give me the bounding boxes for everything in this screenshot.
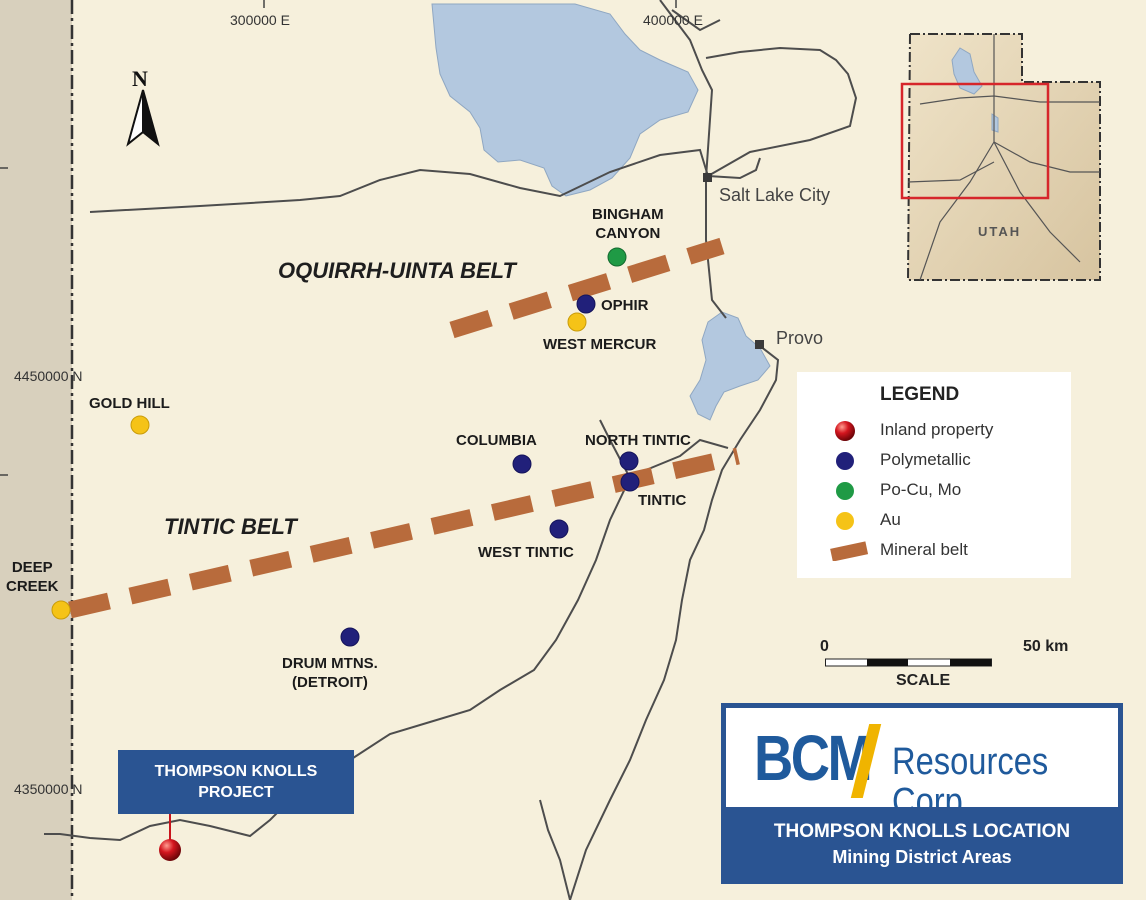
tintic-belt-label: TINTIC BELT <box>164 514 297 539</box>
caption-subtitle: Mining District Areas <box>832 847 1012 867</box>
green-dot-icon <box>836 482 854 500</box>
thompson-knolls-project-box: THOMPSON KNOLLS PROJECT <box>118 750 354 814</box>
legend-label: Polymetallic <box>880 450 971 469</box>
legend-item-polymetallic: Polymetallic <box>797 448 1071 474</box>
ophir-marker <box>576 294 596 314</box>
thompson-knolls-marker <box>159 839 181 861</box>
legend: LEGEND Inland property Polymetallic Po-C… <box>797 372 1071 578</box>
red-sphere-icon <box>835 421 855 441</box>
north-tintic-marker <box>619 451 639 471</box>
provo-label: Provo <box>776 328 824 348</box>
salt-lake-city-marker <box>703 173 712 182</box>
study-area-frame <box>900 82 1050 200</box>
tintic-marker <box>620 472 640 492</box>
easting-label-300000: 300000 E <box>230 12 290 28</box>
yellow-dot-icon <box>836 512 854 530</box>
legend-label: Po-Cu, Mo <box>880 480 962 499</box>
easting-label-400000: 400000 E <box>643 12 703 28</box>
drum-mtns-marker <box>340 627 360 647</box>
scale-start-label: 0 <box>820 638 829 655</box>
legend-label: Inland property <box>880 420 994 439</box>
project-label-line1: THOMPSON KNOLLS <box>154 763 318 780</box>
brown-dash-icon <box>830 541 869 561</box>
salt-lake-city-label: Salt Lake City <box>719 185 831 205</box>
columbia-marker <box>512 454 532 474</box>
ophir-label: OPHIR <box>601 297 649 314</box>
company-name: Resources Corp. <box>892 741 1049 823</box>
west-mercur-label: WEST MERCUR <box>543 336 657 353</box>
legend-label: Au <box>880 510 901 529</box>
west-tintic-label: WEST TINTIC <box>478 544 574 561</box>
map-caption: THOMPSON KNOLLS LOCATION Mining District… <box>721 807 1123 884</box>
utah-lake <box>689 311 771 421</box>
north-tintic-label: NORTH TINTIC <box>585 432 691 449</box>
utah-inset-shape <box>900 33 1101 281</box>
scale-title: SCALE <box>896 672 951 689</box>
legend-item-inland-property: Inland property <box>797 418 1071 444</box>
gold-hill-marker <box>130 415 150 435</box>
legend-item-po-cu-mo: Po-Cu, Mo <box>797 478 1071 504</box>
utah-label: UTAH <box>978 224 1022 239</box>
utah-inset-map: UTAH <box>900 32 1104 282</box>
provo-marker <box>755 340 764 349</box>
columbia-label: COLUMBIA <box>456 432 537 449</box>
legend-label: Mineral belt <box>880 540 968 559</box>
scale-end-label: 50 km <box>1023 638 1069 655</box>
bingham-canyon-label: BINGHAM CANYON <box>592 206 664 242</box>
northing-label-4350000: 4350000 N <box>14 781 83 797</box>
west-margin <box>0 0 72 900</box>
scale-bar: 0 50 km SCALE <box>820 636 1080 696</box>
oquirrh-uinta-belt-label: OQUIRRH-UINTA BELT <box>278 258 516 283</box>
scale-bar-graphic <box>825 658 992 667</box>
legend-item-au: Au <box>797 508 1071 534</box>
gold-hill-label: GOLD HILL <box>89 395 170 412</box>
west-mercur-marker <box>567 312 587 332</box>
tintic-label: TINTIC <box>638 492 687 509</box>
legend-item-mineral-belt: Mineral belt <box>797 538 1071 564</box>
deep-creek-marker <box>51 600 71 620</box>
bcm-logo: BCM Resources Corp. <box>721 703 1123 822</box>
drum-mtns-label: DRUM MTNS. (DETROIT) <box>282 655 378 691</box>
north-letter: N <box>132 66 148 91</box>
project-label-line2: PROJECT <box>198 784 274 801</box>
oquirrh-uinta-belt-line <box>449 237 725 339</box>
bingham-canyon-marker <box>607 247 627 267</box>
great-salt-lake <box>431 3 699 197</box>
northing-label-4450000: 4450000 N <box>14 368 83 384</box>
bcm-logo-mark: BCM <box>754 722 873 794</box>
west-tintic-marker <box>549 519 569 539</box>
navy-dot-icon <box>836 452 854 470</box>
north-arrow: N <box>126 66 160 147</box>
bcm-branding-panel: BCM Resources Corp. THOMPSON KNOLLS LOCA… <box>721 703 1123 884</box>
caption-title: THOMPSON KNOLLS LOCATION <box>773 821 1071 842</box>
legend-title: LEGEND <box>880 384 960 405</box>
north-arrow-icon <box>126 89 160 147</box>
deep-creek-label: DEEP CREEK <box>6 559 59 595</box>
